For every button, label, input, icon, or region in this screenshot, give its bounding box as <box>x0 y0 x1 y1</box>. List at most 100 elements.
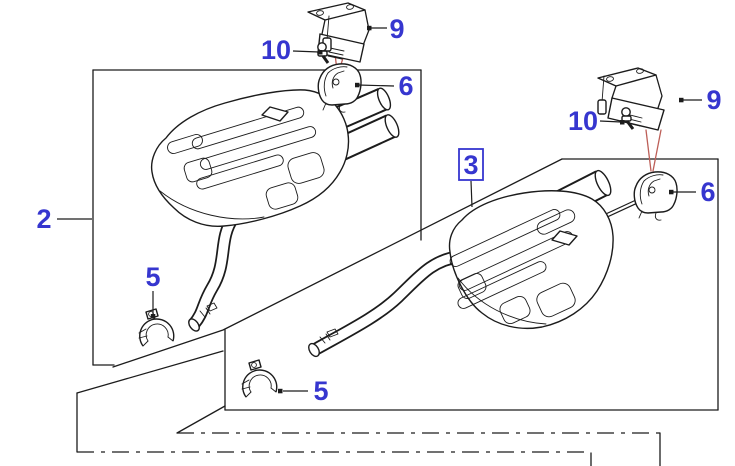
callout-label-9[interactable]: 9 <box>389 14 404 44</box>
isolator-left-face <box>323 66 348 97</box>
isolator-left-body <box>317 63 362 106</box>
leader-dot <box>150 314 156 319</box>
left-tip1-end <box>376 87 392 111</box>
phantom-outline <box>77 432 661 466</box>
left-tip2-end <box>384 114 400 138</box>
callout-6-right[interactable]: 6 <box>669 177 716 207</box>
callout-10-right[interactable]: 10 <box>568 106 625 136</box>
callout-3-selected[interactable]: 3 <box>458 148 484 208</box>
clamp-right-ends <box>245 387 277 398</box>
bracket-right-block <box>607 97 665 131</box>
bracket-left-grooves <box>327 47 345 60</box>
callout-label-5[interactable]: 5 <box>313 376 328 406</box>
right-pipe-end <box>308 342 320 358</box>
right-pipe-slots <box>319 333 331 344</box>
clamp-right <box>241 359 278 398</box>
callout-9-left[interactable]: 9 <box>367 14 405 44</box>
hanger-bracket-left <box>307 2 370 63</box>
isolator-right-hook <box>638 210 662 221</box>
leader-dot <box>278 388 283 394</box>
leader-line <box>599 120 622 123</box>
clamp-right-outer <box>242 369 278 398</box>
hanger-bracket-right <box>597 67 665 131</box>
left-pipe-slots <box>199 307 211 318</box>
bolt-right-shaft <box>625 120 635 130</box>
callout-label-9[interactable]: 9 <box>706 85 721 115</box>
leader-dot <box>318 50 323 55</box>
leader-dot <box>620 120 625 125</box>
isolator-right-face <box>639 174 664 205</box>
bolt-left-shaft <box>321 55 330 64</box>
leader-line <box>470 180 473 208</box>
right-rod-tab <box>551 230 578 246</box>
callout-label-6[interactable]: 6 <box>398 71 413 101</box>
clamp-right-bolt <box>251 362 257 368</box>
leader-dot <box>669 189 674 195</box>
right-muffler-ribs <box>449 209 576 325</box>
bracket-right-stud <box>601 75 605 103</box>
clamp-left-outer <box>139 318 175 347</box>
ground-plane-lines <box>76 350 226 453</box>
clamp-left-ends <box>142 336 174 347</box>
right-silencer-assembly <box>308 169 641 358</box>
right-pipe-clip <box>326 328 339 338</box>
guide-line <box>645 129 652 172</box>
clamp-left-tabs <box>138 328 148 339</box>
isolator-right-slot <box>647 178 661 197</box>
plane-diagonal-left <box>76 350 224 394</box>
callout-label-10[interactable]: 10 <box>568 106 598 136</box>
callout-label-5[interactable]: 5 <box>145 262 160 292</box>
guide-line <box>652 129 662 172</box>
callout-2[interactable]: 2 <box>36 204 92 234</box>
bracket-left-hole1 <box>316 10 324 16</box>
right-muffler-crease <box>457 277 547 325</box>
left-tailpipe-fill <box>190 215 238 328</box>
isolator-left-hook <box>322 102 346 113</box>
clamp-right-tabs <box>241 379 251 390</box>
isolator-left-slot <box>331 70 345 89</box>
selected-callout-box <box>458 148 484 181</box>
part-group-box-3 <box>112 158 719 411</box>
bracket-right-stud-end <box>597 99 607 115</box>
bolt-right-head <box>621 107 631 117</box>
isolator-left <box>317 63 362 113</box>
box3-diagonal-edge <box>112 158 563 368</box>
callout-label-3[interactable]: 3 <box>463 150 478 180</box>
callout-label-10[interactable]: 10 <box>261 35 291 65</box>
right-tip-end <box>594 169 612 197</box>
isolator-right-hole <box>648 186 656 194</box>
callout-5-right[interactable]: 5 <box>278 376 329 406</box>
bolt-right <box>621 107 635 130</box>
right-pipe-fill <box>313 252 459 354</box>
leader-line <box>357 84 395 87</box>
callout-label-6[interactable]: 6 <box>700 177 715 207</box>
leader-line <box>292 50 320 53</box>
left-rod-tab <box>261 106 289 122</box>
left-muffler-ribs <box>167 106 325 210</box>
plane-diagonal-right <box>176 405 226 434</box>
bracket-right-flange <box>597 67 657 87</box>
callout-label-2[interactable]: 2 <box>36 204 51 234</box>
callout-6-left[interactable]: 6 <box>355 71 414 101</box>
isolator-right <box>633 171 678 221</box>
isolator-left-hole <box>332 78 340 86</box>
bracket-right-hole1 <box>606 76 614 82</box>
callout-5-left[interactable]: 5 <box>145 262 161 319</box>
bolt-left-head <box>317 42 327 52</box>
callout-9-right[interactable]: 9 <box>679 85 722 115</box>
left-silencer-assembly <box>150 87 400 332</box>
bolt-right-collar <box>621 115 632 122</box>
left-pipe-clip <box>206 302 218 312</box>
left-tailpipe-end <box>188 318 200 332</box>
clamp-left <box>138 308 175 347</box>
left-muffler-crease <box>159 190 265 220</box>
callout-10-left[interactable]: 10 <box>261 35 323 65</box>
bracket-left-stud <box>326 15 330 41</box>
isolator-right-body <box>633 171 678 214</box>
bracket-left-hole2 <box>346 4 354 10</box>
leader-dot <box>679 97 684 103</box>
part-group-box-2 <box>92 69 422 366</box>
left-muffler-body <box>150 89 350 227</box>
